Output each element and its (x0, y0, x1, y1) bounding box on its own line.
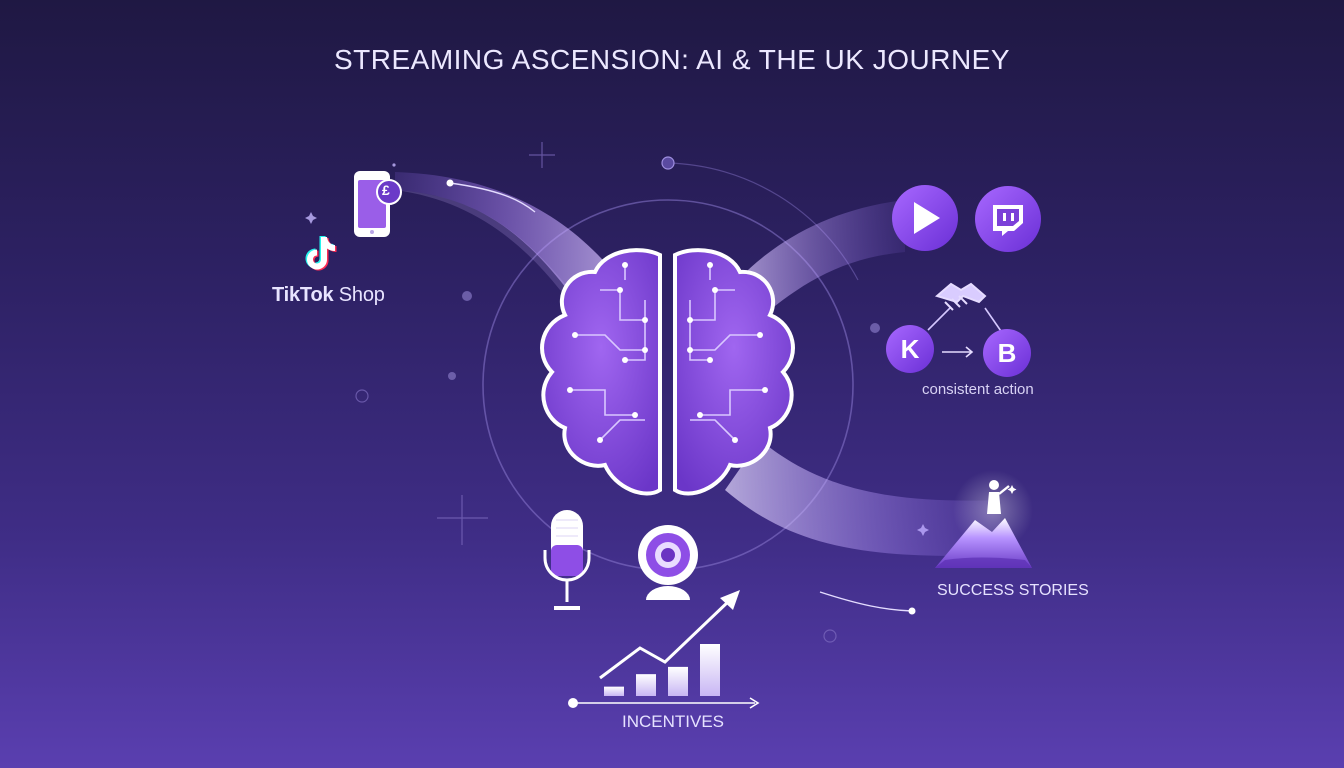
background-decorations (355, 142, 837, 643)
flow-band-tiktok (395, 172, 610, 300)
arrow-right-icon (942, 346, 974, 358)
tiktok-shop-label: TikTok Shop (272, 284, 385, 307)
twitch-icon (975, 186, 1041, 252)
chart-bars (604, 644, 720, 696)
growth-chart-icon (568, 590, 760, 709)
tiktok-icon (305, 236, 337, 271)
flow-line-top (449, 182, 536, 213)
chart-bar (604, 686, 624, 696)
link-k (927, 307, 951, 331)
consistent-action-label: consistent action (922, 381, 1034, 398)
flow-band-left-under (395, 190, 578, 300)
incentives-label: INCENTIVES (622, 712, 725, 731)
play-triangle (914, 202, 940, 234)
webcam-icon (638, 525, 698, 600)
tiktok-suffix: Shop (333, 284, 385, 306)
phone-payment-icon (354, 171, 402, 237)
handshake-icon (934, 282, 987, 311)
b-badge (983, 329, 1031, 377)
flow-band-right-bottom (725, 440, 1000, 556)
flow-line-dot (446, 179, 454, 187)
summit-figure-icon (935, 470, 1033, 568)
flow-line-dot-right (908, 607, 916, 615)
chart-bar (668, 666, 688, 696)
orbit-node (661, 156, 675, 170)
k-letter: K (901, 334, 920, 364)
b-letter: B (998, 338, 1017, 368)
flow-line-bottom (819, 591, 913, 612)
page-title: STREAMING ASCENSION: AI & THE UK JOURNEY (333, 44, 1011, 75)
microphone-icon (543, 510, 591, 610)
chart-bar (700, 644, 720, 696)
brain-circuit-icon (540, 248, 795, 496)
tiktok-brand: TikTok (272, 284, 334, 306)
phone-currency-symbol: £ (382, 182, 390, 198)
link-b (984, 307, 1004, 335)
success-stories-label: SUCCESS STORIES (937, 582, 1089, 599)
chart-bar (636, 674, 656, 696)
k-badge (886, 325, 934, 373)
